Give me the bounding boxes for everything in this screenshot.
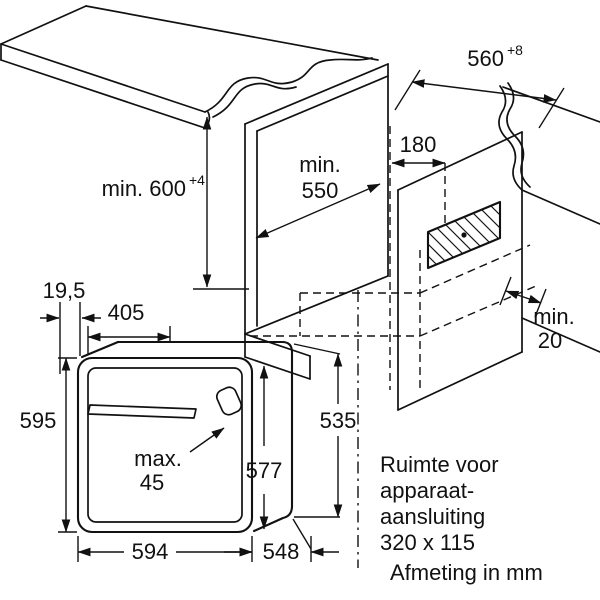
dim-rear-gap-value: 20: [538, 328, 562, 353]
dim-rear-gap-min-label: min.: [533, 304, 575, 329]
torn-edge-right-counter: [498, 85, 523, 191]
dim-handle-max-label: max.: [134, 446, 182, 471]
dim-oven-depth: 548: [224, 518, 339, 564]
dim-rear-height-label: 535: [320, 408, 357, 433]
vent-cutout-hatch: [426, 200, 502, 270]
niche-cutout: [244, 63, 389, 380]
dim-door-height: 577: [246, 365, 283, 530]
oven-front-view: [76, 340, 294, 534]
vent-center-dot: [461, 232, 467, 238]
connection-note-line-3: aansluiting: [380, 504, 485, 529]
dim-oven-height-label: 595: [20, 408, 57, 433]
dim-niche-depth: min. 550: [255, 152, 381, 239]
dim-vent-opening: 180: [391, 132, 446, 168]
oven-handle-bracket: [215, 386, 243, 416]
dim-niche-height-label: min. 600: [102, 176, 186, 201]
oven-front-face: [76, 356, 254, 534]
dim-rear-gap: min. 20: [499, 276, 575, 353]
dim-oven-height: 595: [20, 357, 77, 533]
dim-front-overhang-label: 19,5: [43, 278, 86, 303]
torn-edge-left-counter: [204, 57, 373, 113]
oven-door-outline: [87, 367, 243, 523]
dim-niche-width: 560 +8: [394, 42, 565, 129]
countertop-right: [498, 82, 600, 225]
countertop-left: [0, 5, 379, 129]
connection-note: Ruimte voor apparaat- aansluiting 320 x …: [380, 452, 499, 555]
dim-rear-height: 535: [293, 343, 357, 518]
dim-niche-height: min. 600 +4: [102, 116, 249, 290]
dim-oven-depth-label: 548: [263, 539, 300, 564]
dim-handle-depth: max. 45: [134, 427, 225, 495]
dim-oven-width: 594: [77, 536, 253, 564]
dim-oven-width-label: 594: [132, 539, 169, 564]
oven-door-handle: [87, 404, 197, 419]
dim-top-depth: 405: [87, 300, 171, 354]
dim-vent-opening-label: 180: [400, 132, 437, 157]
connection-note-line-2: apparaat-: [380, 478, 474, 503]
connection-note-line-1: Ruimte voor: [380, 452, 499, 477]
right-cabinet: [397, 131, 600, 411]
dim-top-depth-label: 405: [108, 300, 145, 325]
dim-handle-value: 45: [140, 470, 164, 495]
dim-niche-height-tolerance: +4: [189, 172, 205, 188]
dim-niche-width-label: 560: [467, 46, 504, 71]
dim-niche-width-tolerance: +8: [507, 42, 523, 58]
dim-door-height-label: 577: [246, 458, 283, 483]
dim-front-overhang: 19,5: [40, 278, 101, 374]
dim-niche-depth-value: 550: [302, 178, 339, 203]
units-caption: Afmeting in mm: [390, 560, 543, 585]
dim-niche-depth-min-label: min.: [299, 152, 341, 177]
connection-note-line-4: 320 x 115: [380, 530, 475, 555]
